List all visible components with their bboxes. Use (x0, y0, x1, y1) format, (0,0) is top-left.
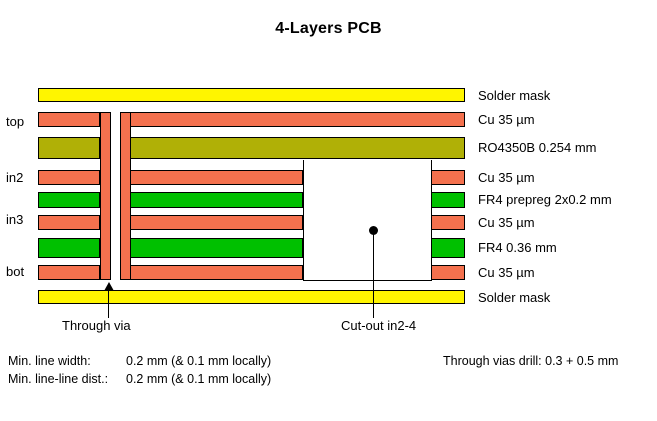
band-ro4350b-left (38, 137, 100, 159)
band-fr4-prepreg-mid (120, 192, 303, 208)
band-fr4-core-left (38, 238, 100, 258)
spec-through-vias-drill: Through vias drill: 0.3 + 0.5 mm (443, 354, 619, 368)
legend-label-fr4-prepreg: FR4 prepreg 2x0.2 mm (478, 192, 612, 207)
band-cu-in2-mid (120, 170, 303, 185)
spec-min-line-width-key: Min. line width: (8, 354, 91, 368)
band-fr4-prepreg-right (431, 192, 465, 208)
band-cu-top-right (120, 112, 465, 127)
band-fr4-prepreg-left (38, 192, 100, 208)
cutout-marker-dot-icon (369, 226, 378, 235)
cutout-region (303, 160, 432, 281)
band-ro4350b-right (120, 137, 465, 159)
band-fr4-core-right (431, 238, 465, 258)
spec-min-line-width-value: 0.2 mm (& 0.1 mm locally) (126, 354, 272, 368)
band-cu-in2-right (431, 170, 465, 185)
through-via-arrow-icon (104, 282, 114, 291)
band-cu-top-left (38, 112, 100, 127)
band-cu-bot-mid (120, 265, 303, 280)
layer-label-bot: bot (6, 264, 25, 279)
through-via-callout-label: Through via (62, 318, 131, 333)
band-cu-in3-mid (120, 215, 303, 230)
legend-label-soldermask-top: Solder mask (478, 88, 551, 103)
layer-label-in3: in3 (6, 212, 24, 227)
legend-label-soldermask-bot: Solder mask (478, 290, 551, 305)
legend-label-cu-in2: Cu 35 µm (478, 170, 535, 185)
cutout-leader-line (373, 234, 374, 318)
page-title: 4-Layers PCB (275, 20, 382, 37)
layer-label-top: top (6, 114, 25, 129)
legend-label-fr4-core: FR4 0.36 mm (478, 240, 557, 255)
legend-label-cu-bot: Cu 35 µm (478, 265, 535, 280)
legend-label-ro4350b: RO4350B 0.254 mm (478, 140, 597, 155)
spec-min-line-width-row: Min. line width: 0.2 mm (& 0.1 mm locally… (8, 354, 271, 368)
legend-label-cu-top: Cu 35 µm (478, 112, 535, 127)
band-soldermask-bot (38, 290, 465, 304)
band-cu-bot-right (431, 265, 465, 280)
layer-label-in2: in2 (6, 170, 24, 185)
band-fr4-core-mid (120, 238, 303, 258)
spec-min-line-dist-key: Min. line-line dist.: (8, 372, 109, 386)
spec-min-line-dist-value: 0.2 mm (& 0.1 mm locally) (126, 372, 272, 386)
via-barrel-wall-left (100, 112, 111, 280)
spec-min-line-dist-row: Min. line-line dist.: 0.2 mm (& 0.1 mm lo… (8, 372, 271, 386)
band-cu-bot-left (38, 265, 100, 280)
legend-label-cu-in3: Cu 35 µm (478, 215, 535, 230)
cutout-callout-label: Cut-out in2-4 (341, 318, 417, 333)
band-cu-in2-left (38, 170, 100, 185)
band-cu-in3-left (38, 215, 100, 230)
band-cu-in3-right (431, 215, 465, 230)
via-barrel-wall-right (120, 112, 131, 280)
band-soldermask-top (38, 88, 465, 102)
through-via-leader-line (108, 291, 109, 318)
